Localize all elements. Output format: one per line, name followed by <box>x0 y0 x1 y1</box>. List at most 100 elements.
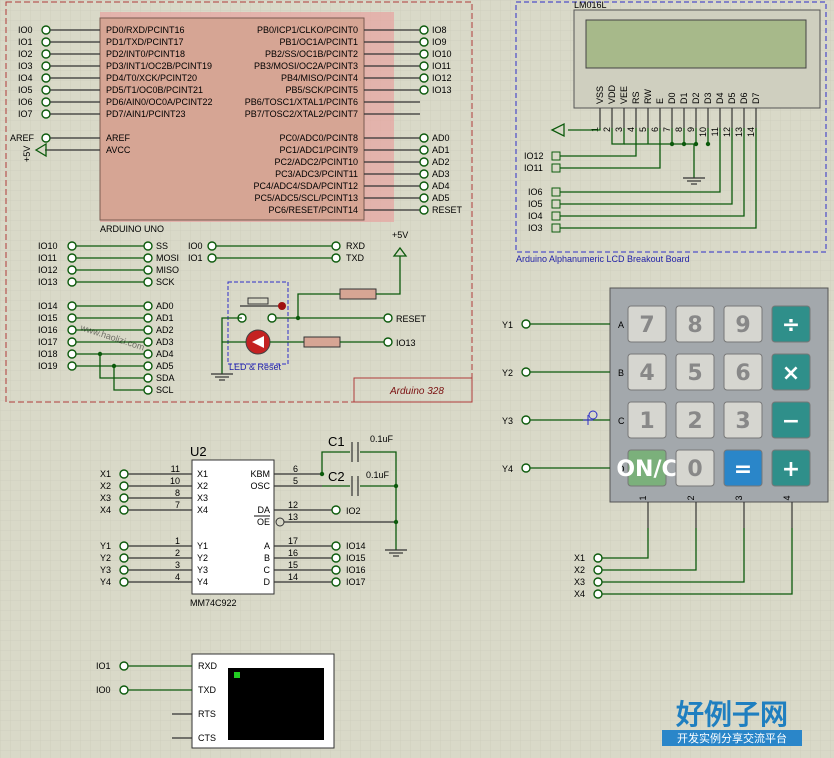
analog-left-terminal <box>67 325 77 335</box>
uno-left-pin-label: PD2/INT0/PCINT18 <box>106 49 185 59</box>
uno-right-pin-label: PB3/MOSI/OC2A/PCINT3 <box>254 61 358 71</box>
terminal-pin-label: CTS <box>198 733 216 743</box>
uno-left-ext-label: IO7 <box>18 109 33 119</box>
keypad-row-letter: C <box>618 416 625 426</box>
uno-right-terminal <box>419 49 429 59</box>
resistor-led <box>303 336 341 348</box>
uno-right-pin-label: PB6/TOSC1/XTAL1/PCINT6 <box>245 97 358 107</box>
lcd-pin-label: D0 <box>667 92 677 104</box>
uno-left-pin-label: PD0/RXD/PCINT16 <box>106 25 185 35</box>
uno-adc-ext-label: RESET <box>432 205 463 215</box>
keypad-key-label: − <box>782 409 800 434</box>
uno-adc-terminal <box>419 205 429 215</box>
analog-right-terminal <box>143 313 153 323</box>
uno-right-ext-label: IO8 <box>432 25 447 35</box>
uno-left-pin-label: PD6/AIN0/OC0A/PCINT22 <box>106 97 213 107</box>
u2-x-terminal <box>119 481 129 491</box>
uno-right-pin-label: PB1/OC1A/PCINT1 <box>279 37 358 47</box>
lcd-d-wire <box>560 128 733 205</box>
avcc-pin-label: AVCC <box>106 145 131 155</box>
u2-y-terminal <box>119 553 129 563</box>
keypad-key-label: ÷ <box>782 313 800 338</box>
spi-right-terminal <box>143 265 153 275</box>
u2-out-terminal <box>331 577 341 587</box>
analog-int-label: AD5 <box>156 361 174 371</box>
lcd-pin-number: 14 <box>746 127 756 137</box>
keypad-key-label: 3 <box>735 409 750 434</box>
keypad-key-label: 1 <box>639 409 654 434</box>
uno-adc-terminal <box>419 169 429 179</box>
uno-adc-terminal <box>419 157 429 167</box>
uno-left-terminal <box>41 85 51 95</box>
terminal-pin-label: RTS <box>198 709 216 719</box>
u2-y-ext-label: Y2 <box>100 553 111 563</box>
u2-y-terminal <box>119 541 129 551</box>
lcd-d-wire <box>560 128 721 193</box>
keypad-key <box>627 305 667 343</box>
spi-right-terminal <box>143 277 153 287</box>
keypad-row-label: Y4 <box>502 464 513 474</box>
uno-adc-terminal <box>419 145 429 155</box>
terminal-ext-terminal <box>119 661 129 671</box>
u2-out-ext-label: IO17 <box>346 577 366 587</box>
reset-button-indicator <box>278 302 286 310</box>
uno-right-ext-label: IO12 <box>432 73 452 83</box>
uno-left-terminal <box>41 61 51 71</box>
keypad-col-number: 4 <box>782 495 792 500</box>
lcd-d-wire <box>560 128 757 229</box>
lcd-model: LM016L <box>574 0 607 10</box>
u2-y-pin-number: 2 <box>175 548 180 558</box>
pullup-5v-label: +5V <box>392 230 408 240</box>
u2-da-terminal <box>331 505 341 515</box>
keypad-col-terminal <box>593 553 603 563</box>
u2-y-pin-number: 1 <box>175 536 180 546</box>
watermark-sub: 开发实例分享交流平台 <box>677 731 787 745</box>
analog-ext-label: IO18 <box>38 349 58 359</box>
keypad-row-terminal <box>521 367 531 377</box>
u2-x-pin-label: X4 <box>197 505 208 515</box>
u2-x-pin-label: X2 <box>197 481 208 491</box>
spi-int-label: SCK <box>156 277 175 287</box>
u2-ref: U2 <box>190 444 207 459</box>
lcd-vss-arrow <box>550 122 565 138</box>
lcd-io-label: IO6 <box>528 187 543 197</box>
resistor-pullup <box>339 288 377 300</box>
lcd-pin-number: 11 <box>710 127 720 136</box>
reset-contact-right <box>267 313 277 323</box>
uno-left-terminal <box>41 73 51 83</box>
uno-left-terminal <box>41 97 51 107</box>
serial-ext-label: IO0 <box>188 241 203 251</box>
keypad-key <box>723 449 763 487</box>
reset-button-cap <box>247 297 269 305</box>
pullup-5v-wire <box>376 256 401 295</box>
u2-ctrl-pin-label: OE <box>257 517 270 527</box>
u2-ctrl-pin-number: 12 <box>288 500 298 510</box>
analog-right-terminal <box>143 337 153 347</box>
terminal-screen <box>228 668 324 740</box>
uno-right-terminal <box>419 37 429 47</box>
u2-ctrl-pin-number: 6 <box>293 464 298 474</box>
lcd-e-wire <box>560 128 661 169</box>
uno-adc-ext-label: AD2 <box>432 157 450 167</box>
lcd-screen <box>585 19 807 69</box>
junction-dot <box>111 363 117 369</box>
reset-terminal <box>383 313 393 323</box>
spi-ext-label: IO10 <box>38 241 58 251</box>
spi-left-terminal <box>67 265 77 275</box>
serial-int-label: RXD <box>346 241 366 251</box>
keypad-col-wire <box>602 528 745 583</box>
serial-left-terminal <box>207 241 217 251</box>
keypad-col-terminal <box>593 577 603 587</box>
spi-ext-label: IO11 <box>38 253 57 263</box>
analog-int-label: AD3 <box>156 337 174 347</box>
arduino-frame <box>5 1 473 403</box>
analog-int-label: SCL <box>156 385 174 395</box>
keypad-key <box>675 305 715 343</box>
analog-int-label: AD4 <box>156 349 174 359</box>
serial-left-terminal <box>207 253 217 263</box>
junction-dot <box>681 141 687 147</box>
lcd-io-label: IO12 <box>524 151 544 161</box>
scl-bridge-wire <box>113 366 144 391</box>
u2-y-pin-label: Y3 <box>197 565 208 575</box>
uno-right-ext-label: IO10 <box>432 49 452 59</box>
